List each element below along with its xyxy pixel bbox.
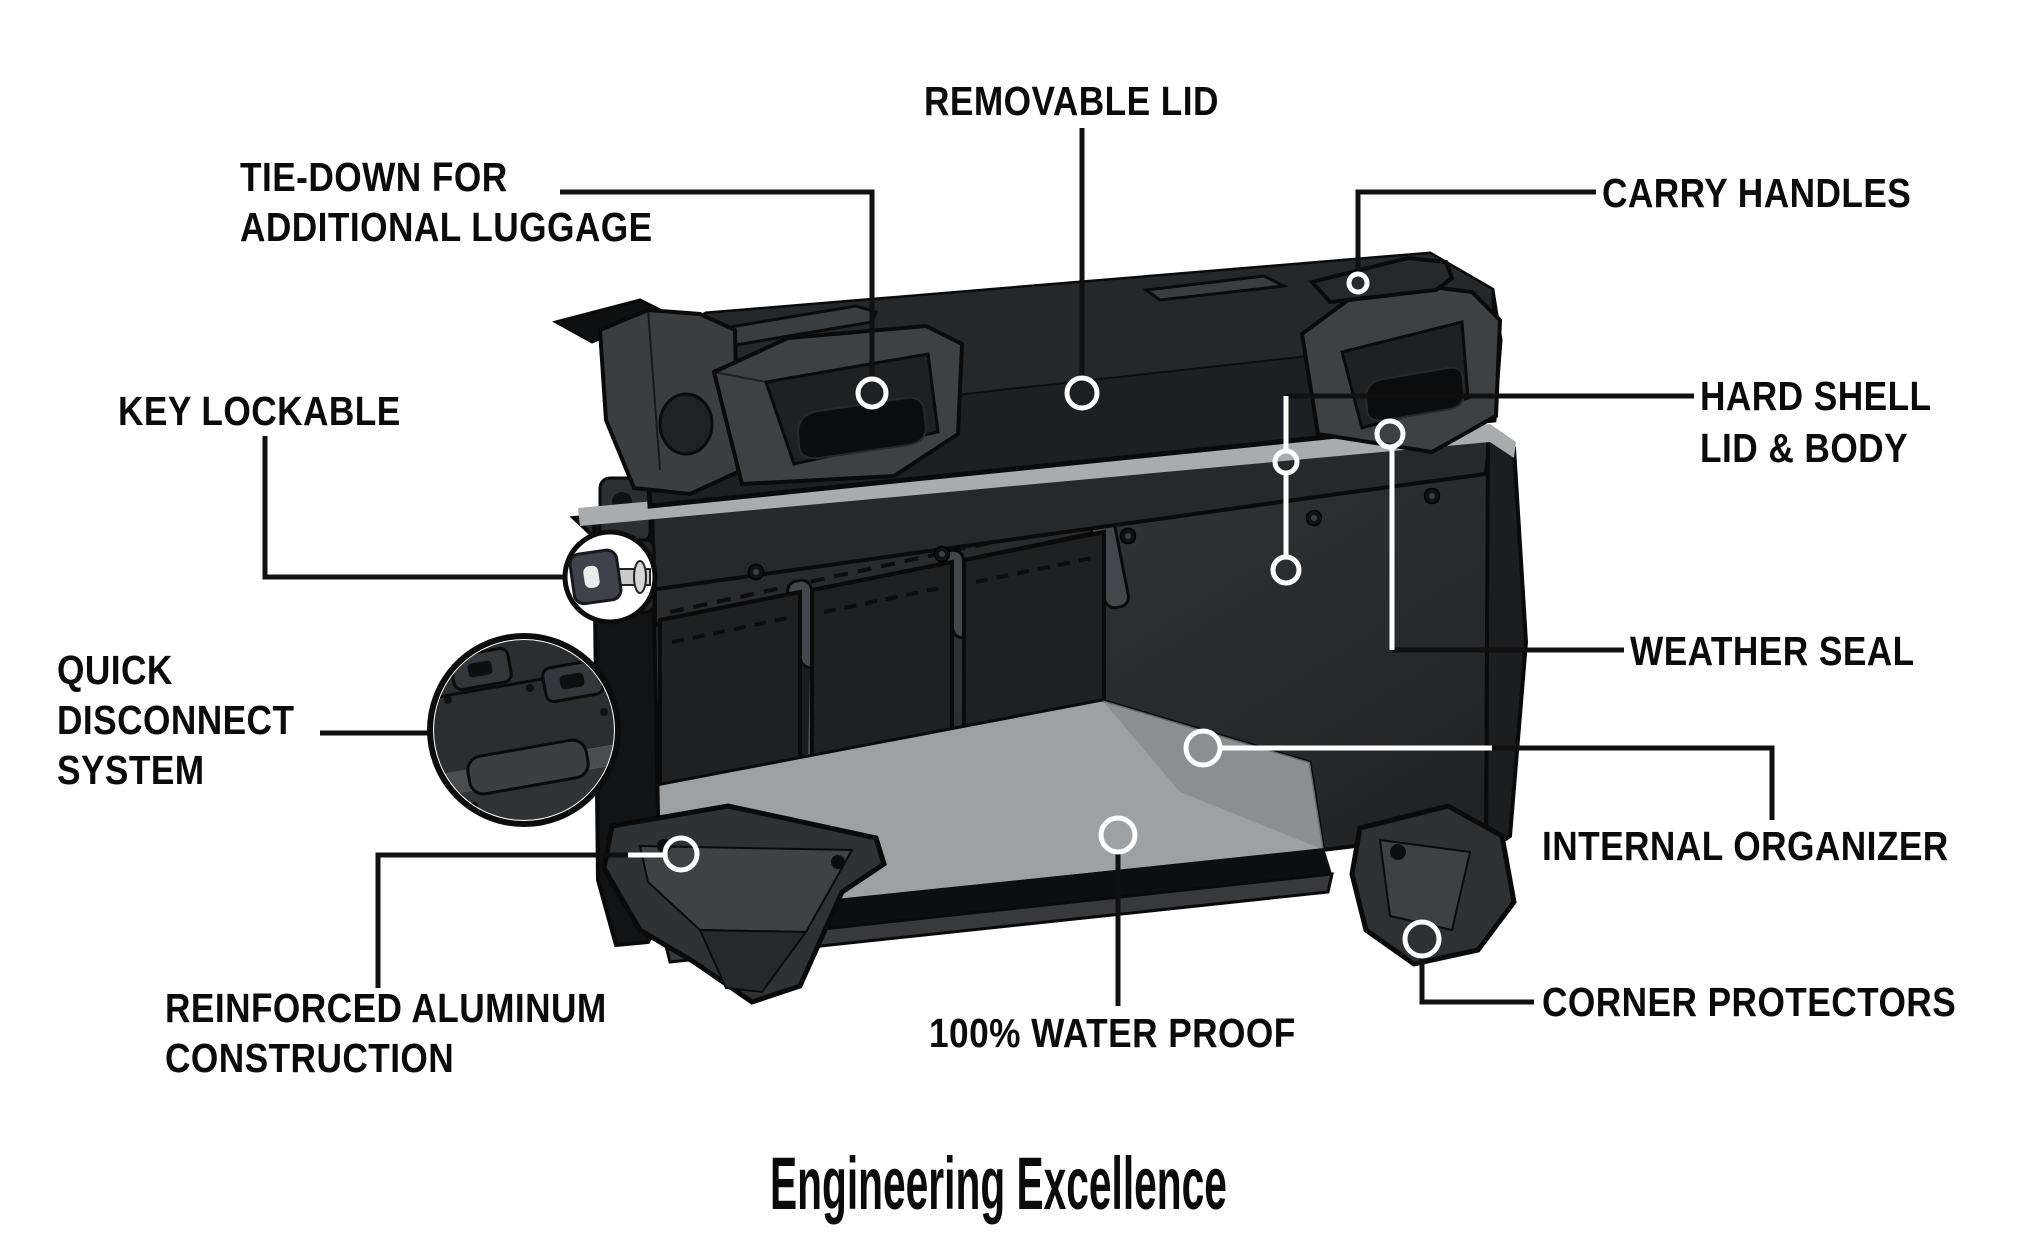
feature-marker-internal-organizer [1183,728,1223,768]
feature-markers [662,271,1442,959]
label-reinforced-1: REINFORCED ALUMINUM [165,985,607,1031]
leader-lines-white [628,396,1492,858]
feature-marker-carry-handles [1346,271,1370,295]
leader-corner-protectors [1419,958,1534,1005]
feature-marker-hard-shell-lid [1272,448,1300,476]
feature-marker-hard-shell-body [1270,554,1302,586]
leader-tie-down [560,189,875,379]
key-lock-detail [562,529,658,625]
diagram-title: Engineering Excellence [770,1142,1227,1225]
key-icon [568,548,651,606]
label-weather-seal: WEATHER SEAL [1630,628,1915,674]
label-quick-disconnect-1: QUICK [57,647,173,693]
corner-protector-right [1349,803,1517,967]
weather-seal-stripe [578,424,1490,526]
label-reinforced-2: CONSTRUCTION [165,1035,455,1081]
feature-marker-reinforced [662,835,700,873]
leader-key-lockable [262,436,563,580]
label-hard-shell-1: HARD SHELL [1700,373,1932,419]
leader-lines [262,128,1775,1006]
tie-down-handle-left [711,323,965,487]
label-carry-handles: CARRY HANDLES [1602,170,1912,216]
weather-seal-wrap [1490,424,1516,458]
label-tie-down-2: ADDITIONAL LUGGAGE [240,204,653,250]
feature-marker-weather-seal [1374,418,1406,450]
label-quick-disconnect-2: DISCONNECT [57,697,295,743]
label-corner-protectors: CORNER PROTECTORS [1542,979,1957,1025]
feature-marker-removable-lid [1064,375,1100,411]
leader-internal-organizer [1492,745,1775,820]
bottom-base [664,872,1334,964]
case-body [569,430,1529,964]
leader-carry-handles [1355,189,1596,274]
feature-marker-waterproof [1098,815,1138,855]
feature-marker-corner-protectors [1402,919,1442,959]
organizer-pockets [658,529,1106,813]
right-wall-outer [1483,430,1529,856]
leader-reinforced [375,852,628,988]
label-removable-lid: REMOVABLE LID [924,78,1219,124]
label-quick-disconnect-3: SYSTEM [57,747,205,793]
feature-marker-tie-down [855,376,889,410]
label-internal-organizer: INTERNAL ORGANIZER [1542,823,1949,869]
label-waterproof: 100% WATER PROOF [929,1010,1296,1056]
label-tie-down-1: TIE-DOWN FOR [240,154,508,200]
lid-left-endcap [597,307,741,497]
label-hard-shell-2: LID & BODY [1700,425,1909,471]
label-key-lockable: KEY LOCKABLE [118,388,401,434]
rivets [747,487,1441,581]
